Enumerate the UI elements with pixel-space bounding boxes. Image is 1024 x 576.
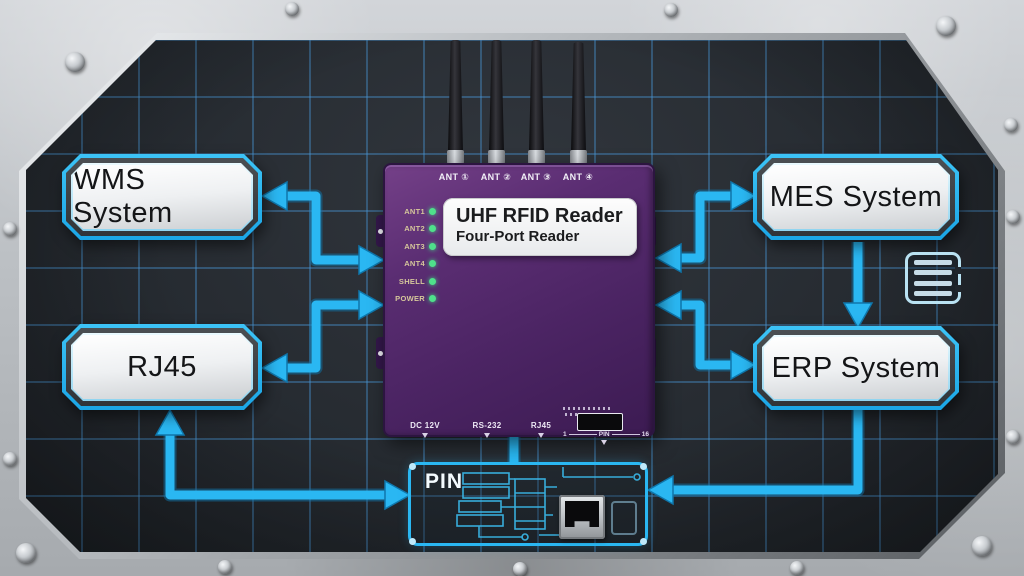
led-indicator: ANT3: [393, 242, 436, 251]
rivet-screw-icon: [513, 562, 527, 576]
document-list-icon: [905, 252, 961, 304]
rivet-screw-icon: [16, 543, 36, 563]
antenna-2: [489, 40, 504, 152]
antenna-base: [528, 150, 545, 164]
screw-hole-icon: [377, 350, 383, 356]
led-indicator: ANT4: [393, 259, 436, 268]
device-title: UHF RFID Reader: [456, 205, 623, 227]
rivet-screw-icon: [3, 452, 17, 466]
antenna-base: [570, 150, 587, 164]
port-pointer: [484, 433, 490, 438]
erp-system-node: ERP System: [753, 326, 959, 410]
corner-dot: [640, 463, 647, 470]
rj45-label: RJ45: [127, 350, 197, 383]
led-indicator: POWER: [393, 294, 436, 303]
led-green-icon: [429, 260, 436, 267]
rivet-screw-icon: [1006, 430, 1020, 444]
pin-wiring-schematic: [456, 467, 641, 541]
led-green-icon: [429, 225, 436, 232]
antenna-4: [571, 42, 586, 152]
pin-breakout-panel: PIN: [408, 462, 648, 546]
mes-system-label: MES System: [769, 180, 943, 213]
rivet-screw-icon: [1006, 210, 1020, 224]
rj45-jack-icon: [559, 495, 605, 539]
led-green-icon: [429, 278, 436, 285]
pin-panel-label: PIN: [425, 470, 464, 493]
led-green-icon: [429, 295, 436, 302]
wms-system-node: WMS System: [62, 154, 262, 240]
device-subtitle: Four-Port Reader: [456, 228, 580, 245]
port-pointer: [422, 433, 428, 438]
jack-outline: [611, 501, 637, 535]
pin-header-port: [577, 413, 623, 431]
rs232-port-label: RS-232: [472, 421, 502, 430]
led-indicator: SHELL: [393, 277, 436, 286]
corner-dot: [409, 538, 416, 545]
led-indicator: ANT2: [393, 224, 436, 233]
rivet-screw-icon: [218, 560, 232, 574]
rivet-screw-icon: [664, 3, 678, 17]
antenna-port-label: ANT ①: [438, 172, 470, 182]
uhf-rfid-reader-device: ANT ① ANT ② ANT ③ ANT ④ UHF RFID Reader …: [383, 163, 655, 445]
rivet-screw-icon: [65, 52, 85, 72]
pin-header-pins: [563, 407, 613, 416]
device-name-plate: UHF RFID Reader Four-Port Reader: [443, 198, 637, 256]
antenna-3: [529, 40, 544, 152]
led-green-icon: [429, 243, 436, 250]
rivet-screw-icon: [972, 536, 992, 556]
mount-flange: [376, 337, 384, 369]
dc-power-port-label: DC 12V: [410, 421, 440, 430]
rivet-screw-icon: [936, 16, 956, 36]
rivet-screw-icon: [285, 2, 299, 16]
corner-dot: [640, 538, 647, 545]
antenna-1: [448, 40, 463, 152]
erp-system-label: ERP System: [771, 351, 941, 384]
rj45-node: RJ45: [62, 324, 262, 410]
corner-dot: [409, 463, 416, 470]
antenna-port-label: ANT ②: [480, 172, 512, 182]
rivet-screw-icon: [1004, 118, 1018, 132]
led-indicator: ANT1: [393, 207, 436, 216]
port-pointer: [601, 440, 607, 445]
antenna-port-label: ANT ③: [520, 172, 552, 182]
antenna-base: [447, 150, 464, 164]
led-green-icon: [429, 208, 436, 215]
port-pointer: [538, 433, 544, 438]
rj45-port-label: RJ45: [530, 421, 552, 430]
pin-header-scale: 1 PIN 16: [563, 431, 650, 438]
rivet-screw-icon: [790, 561, 804, 575]
mount-flange: [376, 215, 384, 247]
rivet-screw-icon: [3, 222, 17, 236]
mes-system-node: MES System: [753, 154, 959, 240]
pin-header-block: 1 PIN 16: [563, 407, 649, 439]
wms-system-label: WMS System: [73, 164, 173, 229]
antenna-base: [488, 150, 505, 164]
antenna-port-label: ANT ④: [562, 172, 594, 182]
screw-hole-icon: [377, 228, 383, 234]
